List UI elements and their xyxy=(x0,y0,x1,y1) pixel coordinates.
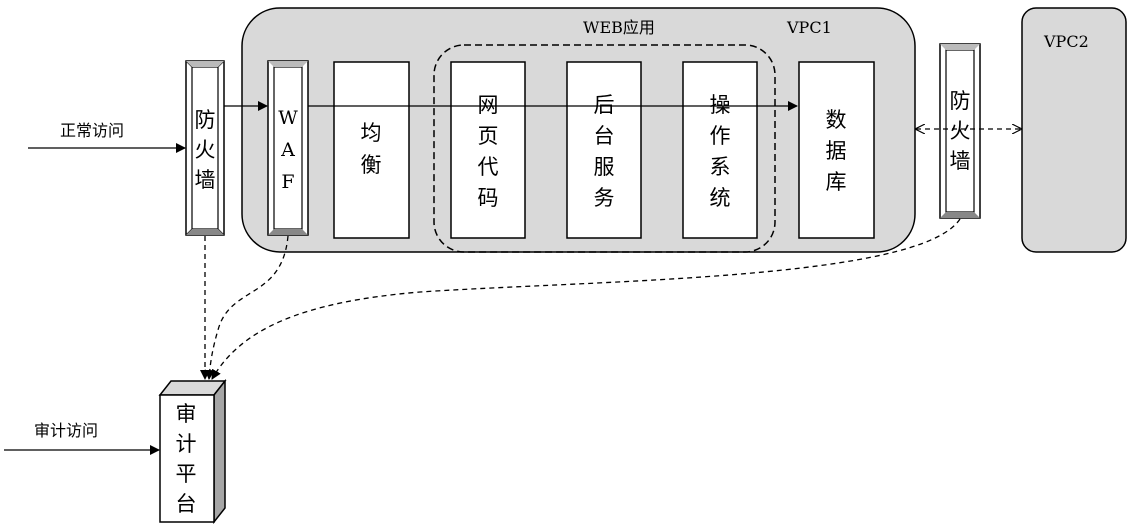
firewall-right: 防 火 墙 xyxy=(939,43,981,219)
operating-system: 操 作 系 统 xyxy=(682,61,758,239)
firewall-right-char: 墙 xyxy=(950,149,971,173)
firewall-right-char: 火 xyxy=(950,119,971,143)
os-char: 系 xyxy=(710,155,731,179)
database-char: 库 xyxy=(826,170,847,194)
waf: W A F xyxy=(267,60,309,236)
firewall-left-char: 防 xyxy=(195,108,216,132)
firewall-right-char: 防 xyxy=(950,89,971,113)
database-char: 数 xyxy=(826,108,847,132)
vpc1-name: VPC1 xyxy=(786,18,832,37)
os-char: 统 xyxy=(710,186,731,210)
web-code-char: 代 xyxy=(478,155,499,179)
audit-char: 台 xyxy=(176,492,197,516)
audit-access-label: 审计访问 xyxy=(34,421,98,440)
os-char: 作 xyxy=(710,124,731,148)
vpc2-container xyxy=(1021,7,1127,253)
waf-log-line xyxy=(204,235,289,380)
web-code-char: 页 xyxy=(478,124,499,148)
backend-char: 台 xyxy=(594,124,615,148)
balancer-char: 衡 xyxy=(361,153,382,177)
waf-char: F xyxy=(281,171,294,193)
firewall-left: 防 火 墙 xyxy=(185,60,225,236)
vpc1-title: WEB应用 xyxy=(583,18,655,37)
backend-char: 服 xyxy=(594,155,615,179)
normal-access-label: 正常访问 xyxy=(60,121,124,140)
backend-service: 后 台 服 务 xyxy=(566,61,642,239)
audit-char: 计 xyxy=(176,432,197,456)
firewall-left-char: 火 xyxy=(195,138,216,162)
load-balancer: 均 衡 xyxy=(333,61,410,239)
backend-char: 后 xyxy=(594,93,615,117)
web-code: 网 页 代 码 xyxy=(450,61,526,239)
web-code-char: 码 xyxy=(478,186,499,210)
audit-char: 审 xyxy=(176,402,197,426)
database: 数 据 库 xyxy=(798,61,875,239)
firewall-left-char: 墙 xyxy=(195,168,216,192)
vpc2-name: VPC2 xyxy=(1043,32,1089,51)
waf-char: W xyxy=(278,107,298,129)
right-firewall-log-line xyxy=(211,218,961,380)
database-char: 据 xyxy=(826,139,847,163)
web-code-char: 网 xyxy=(478,93,499,117)
backend-char: 务 xyxy=(594,186,615,210)
balancer-char: 均 xyxy=(361,121,382,145)
audit-platform: 审 计 平 台 xyxy=(158,378,227,525)
os-char: 操 xyxy=(710,93,731,117)
app-stack-group xyxy=(433,44,776,253)
audit-char: 平 xyxy=(176,462,197,486)
waf-char: A xyxy=(280,139,295,161)
